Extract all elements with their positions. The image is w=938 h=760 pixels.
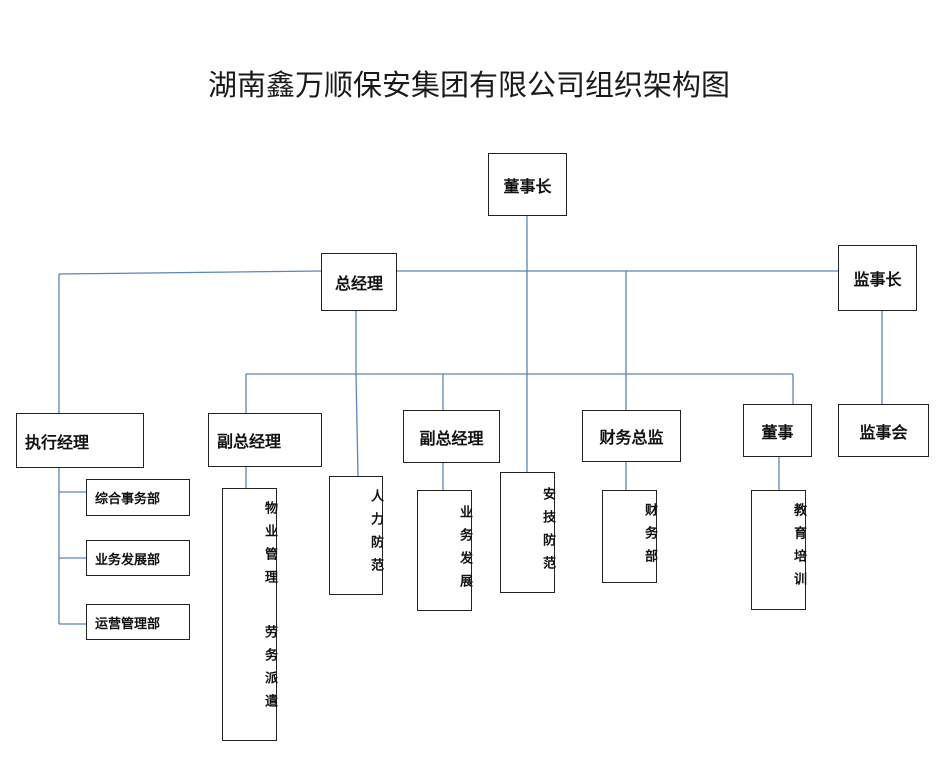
supervisor-chair-label: 监事长 [853, 270, 902, 289]
business-expand-label: 业务发展 [457, 505, 472, 597]
general-manager-label: 总经理 [334, 274, 383, 293]
vice-general-manager-1-label: 副总经理 [217, 432, 282, 451]
main-horizontal-left [58, 270, 323, 275]
gm-to-hr [355, 373, 359, 477]
general-manager-box: 总经理 [321, 253, 397, 311]
general-affairs-label: 综合事务部 [95, 492, 161, 507]
vice-general-manager-1-box: 副总经理 [208, 413, 322, 467]
chart-title: 湖南鑫万顺保安集团有限公司组织架构图 [207, 68, 730, 102]
business-expand-box: 业务发展 [417, 490, 472, 611]
vice-general-manager-2-box: 副总经理 [403, 410, 500, 463]
director-box: 董事 [743, 404, 812, 457]
cfo-box: 财务总监 [582, 410, 681, 462]
supervisor-chair-box: 监事长 [838, 245, 917, 311]
property-mgmt-label: 物业管理 [262, 501, 277, 593]
business-dev-label: 业务发展部 [95, 552, 161, 568]
chairman-label: 董事长 [503, 176, 552, 196]
hr-dept-box: 人力防范 [329, 476, 383, 595]
executive-manager-box: 执行经理 [16, 413, 144, 468]
chairman-box: 董事长 [488, 153, 567, 216]
hr-dept-label: 人力防范 [368, 489, 383, 581]
security-tech-box: 安技防范 [500, 472, 555, 593]
labor-dispatch-label: 劳务派遣 [262, 625, 277, 717]
education-training-box: 教育培训 [751, 490, 806, 610]
general-affairs-box: 综合事务部 [86, 479, 190, 516]
business-dev-box: 业务发展部 [86, 540, 190, 576]
executive-manager-label: 执行经理 [25, 432, 90, 452]
education-training-label: 教育培训 [791, 503, 806, 595]
vice-general-manager-2-label: 副总经理 [419, 428, 484, 448]
finance-dept-label: 财务部 [642, 503, 657, 572]
property-labor-box: 物业管理 劳务派遣 [222, 488, 277, 741]
director-label: 董事 [761, 422, 794, 442]
cfo-label: 财务总监 [599, 428, 664, 447]
finance-dept-box: 财务部 [602, 490, 657, 583]
security-tech-label: 安技防范 [540, 487, 555, 579]
supervisory-board-label: 监事会 [859, 422, 908, 442]
supervisory-board-box: 监事会 [838, 404, 929, 457]
operations-mgmt-label: 运营管理部 [95, 616, 161, 632]
operations-mgmt-box: 运营管理部 [86, 604, 190, 640]
